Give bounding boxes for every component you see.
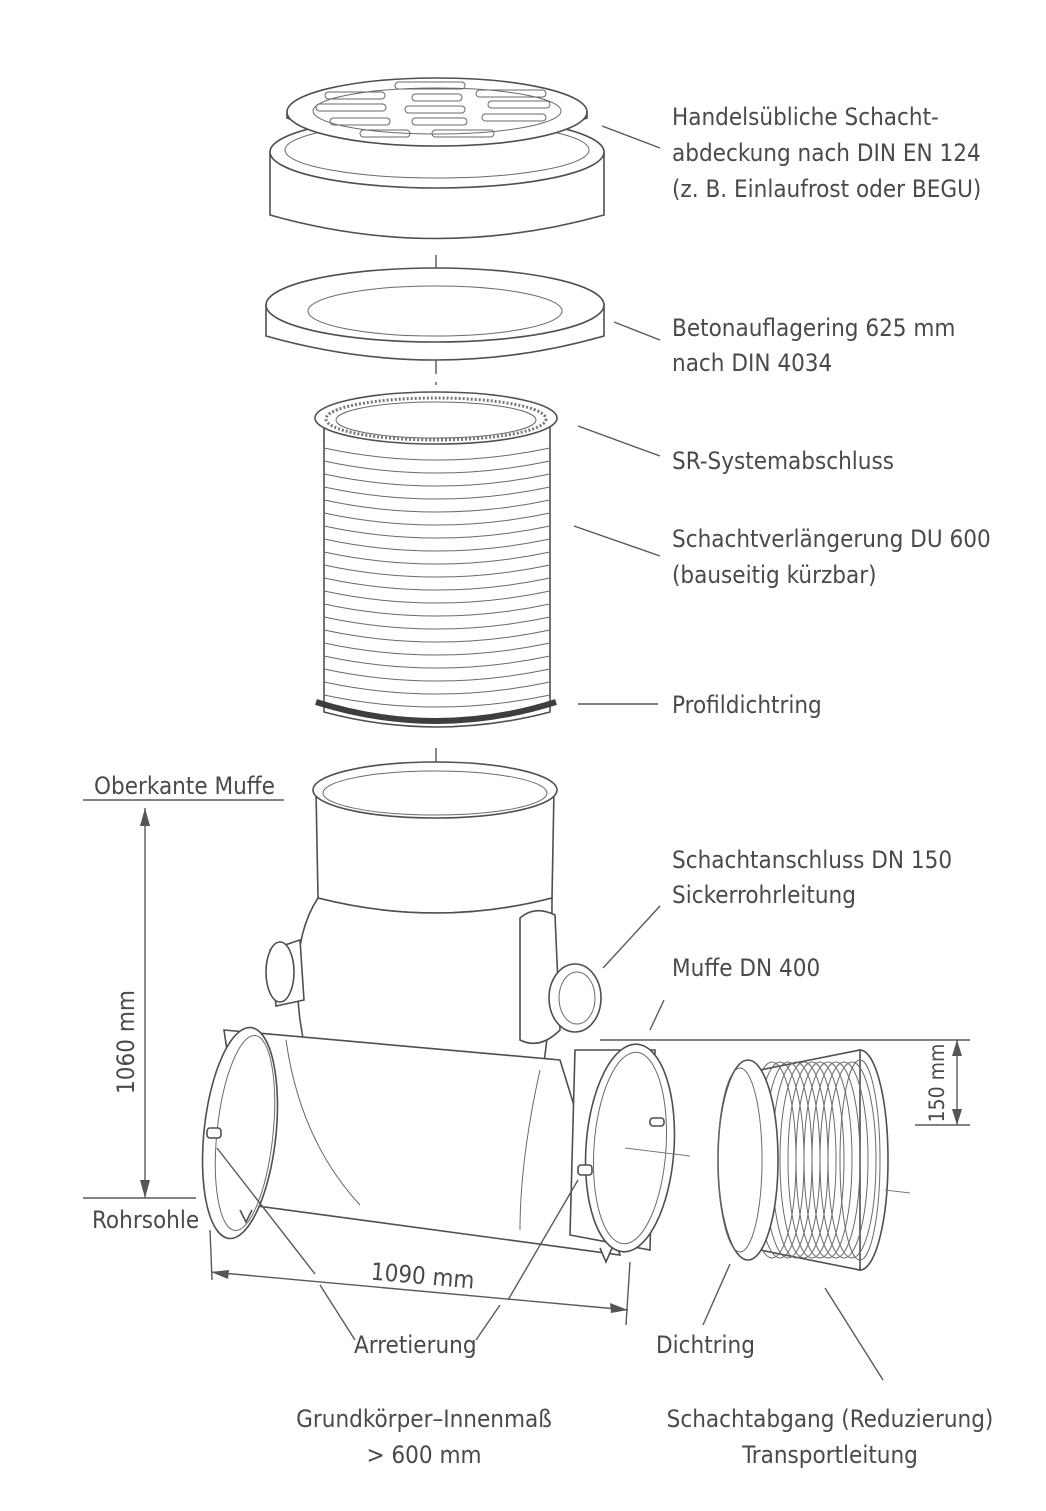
label-cover-1: Handelsübliche Schacht- [672, 103, 939, 131]
outlet-axis [624, 1147, 691, 1157]
corrugation-rib [323, 499, 551, 513]
concrete-ring [265, 267, 605, 361]
label-sr: SR-Systemabschluss [672, 447, 894, 475]
manhole-cover [269, 77, 605, 240]
grate-slots [315, 81, 551, 138]
label-dichtring: Dichtring [656, 1331, 755, 1359]
corrugation-rib [323, 629, 551, 643]
label-abgang-2: Transportleitung [741, 1441, 918, 1469]
corrugation-rib [323, 564, 551, 578]
reducer-rib [787, 1061, 837, 1259]
label-abgang-1: Schachtabgang (Reduzierung) [667, 1405, 994, 1433]
corrugation-rib [323, 694, 551, 708]
label-grund-1: Grundkörper–Innenmaß [296, 1405, 552, 1433]
corrugation-rib [323, 473, 551, 487]
corrugation-rib [323, 512, 551, 526]
label-anschluss-1: Schachtanschluss DN 150 [672, 846, 952, 874]
corrugation-rib [323, 447, 551, 461]
dimension-length [209, 1229, 631, 1326]
label-profil: Profildichtring [672, 691, 822, 719]
reducer-rib [795, 1061, 845, 1259]
corrugation-rib [323, 538, 551, 552]
corrugation-rib [323, 668, 551, 682]
label-cover-3: (z. B. Einlaufrost oder BEGU) [672, 175, 981, 203]
corrugation-rib [323, 525, 551, 539]
corrugation-rib [323, 642, 551, 656]
corrugation-rib [323, 590, 551, 604]
dim-offset-label: 150 mm [925, 1044, 949, 1123]
label-muffe: Muffe DN 400 [672, 954, 820, 982]
corrugation-rib [323, 460, 551, 474]
reducer-rib [819, 1061, 869, 1259]
label-ring-2: nach DIN 4034 [672, 349, 832, 377]
corrugation-rib [323, 577, 551, 591]
label-arretierung: Arretierung [354, 1331, 477, 1359]
label-cover-2: abdeckung nach DIN EN 124 [672, 139, 981, 167]
reducer-outlet [717, 1049, 911, 1271]
reducer-rib [803, 1061, 853, 1259]
corrugation-rib [323, 616, 551, 630]
corrugation-rib [323, 603, 551, 617]
dim-height-label: 1060 mm [112, 990, 140, 1094]
base-body [201, 761, 676, 1265]
reducer-rib [827, 1061, 877, 1259]
dimension-height [83, 808, 196, 1199]
label-ext-2: (bauseitig kürzbar) [672, 561, 877, 589]
label-rohrsohle: Rohrsohle [92, 1206, 199, 1234]
corrugation-rib [323, 681, 551, 695]
label-oberkante: Oberkante Muffe [94, 772, 275, 800]
dim-length-label: 1090 mm [370, 1258, 476, 1295]
corrugation-rib [323, 551, 551, 565]
label-ring-1: Betonauflagering 625 mm [672, 314, 955, 342]
reducer-rib [811, 1061, 861, 1259]
shaft-extension [314, 391, 558, 728]
label-anschluss-2: Sickerrohrleitung [672, 881, 856, 909]
label-grund-2: > 600 mm [366, 1441, 481, 1469]
label-ext-1: Schachtverlängerung DU 600 [672, 525, 991, 553]
corrugation-rib [323, 655, 551, 669]
leader-lines [83, 125, 884, 1381]
corrugation-rib [323, 486, 551, 500]
dimension-offset [600, 1039, 970, 1126]
